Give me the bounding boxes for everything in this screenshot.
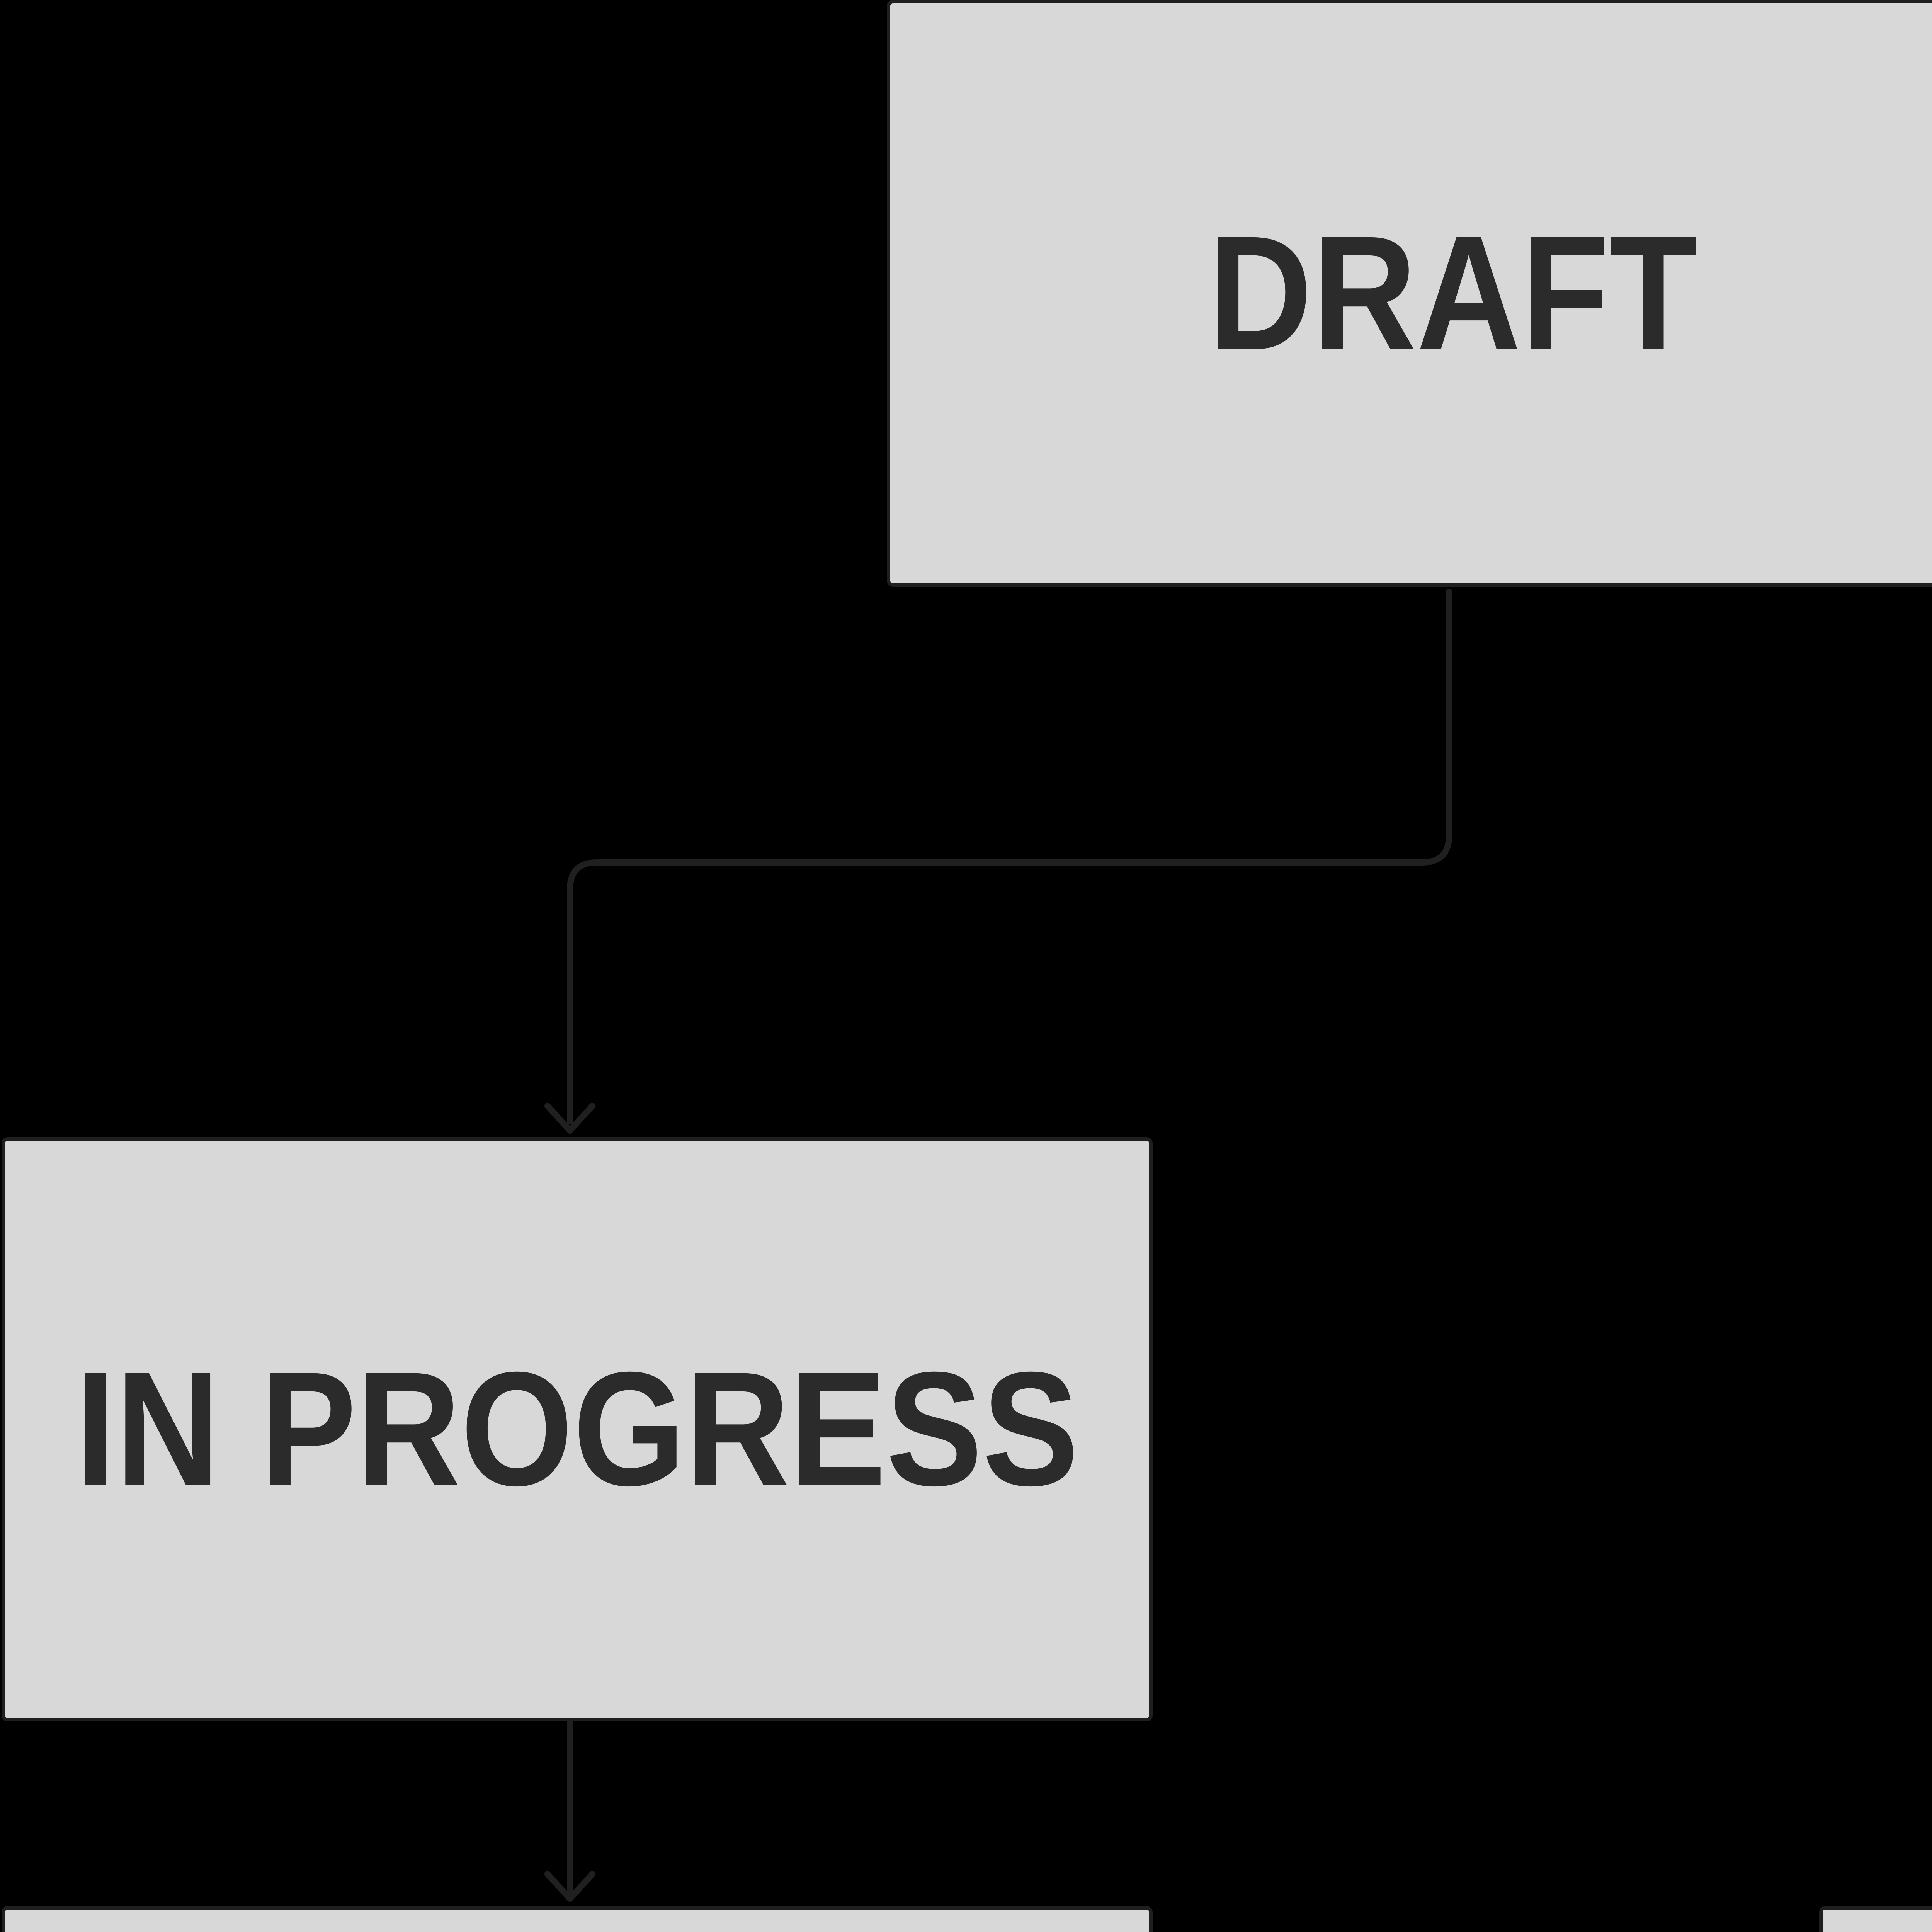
edge-draft-to-in-progress-arrowhead-icon bbox=[544, 1103, 595, 1134]
edge-in-progress-to-finished-arrowhead-icon bbox=[544, 1871, 595, 1902]
node-finished: FINISHED bbox=[2, 1906, 1153, 1932]
node-in-progress: IN PROGRESS bbox=[2, 1137, 1153, 1721]
node-draft-label: DRAFT bbox=[1208, 202, 1698, 384]
node-draft: DRAFT bbox=[887, 0, 1932, 587]
node-in-progress-label: IN PROGRESS bbox=[75, 1338, 1079, 1520]
edge-draft-to-in-progress bbox=[567, 589, 1452, 1124]
node-cancelled: CANCELLED bbox=[1819, 1906, 1932, 1932]
